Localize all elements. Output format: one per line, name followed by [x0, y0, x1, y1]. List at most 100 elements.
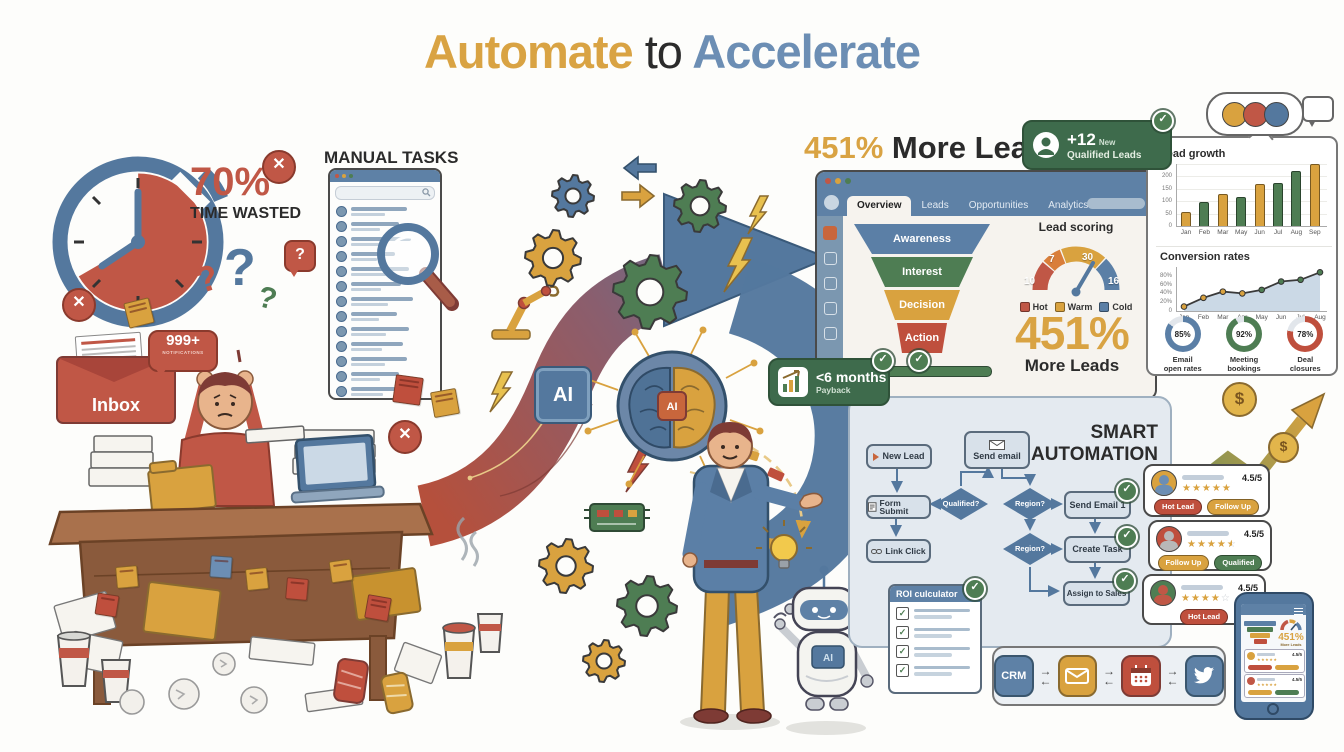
avatar [336, 221, 347, 232]
coffee-cup-icon [56, 613, 504, 703]
avatar [336, 296, 347, 307]
avatar [1156, 526, 1182, 552]
list-item[interactable] [336, 309, 434, 324]
sidebar-item[interactable] [823, 252, 837, 265]
menu-icon[interactable] [1294, 606, 1303, 615]
node-form-submit[interactable]: Form Submit [866, 495, 931, 519]
ai-chip: AI [534, 366, 592, 424]
folder-icon [142, 581, 222, 641]
avatar [1247, 652, 1255, 660]
search-input[interactable] [335, 186, 435, 200]
avatar [1151, 470, 1177, 496]
badge-new: New [1098, 137, 1116, 147]
manual-tasks-label: MANUAL TASKS [324, 148, 459, 167]
bar [1254, 183, 1265, 226]
folder-icon [147, 459, 217, 514]
check-icon: ✓ [872, 350, 894, 372]
checkbox[interactable]: ✓ [896, 664, 909, 677]
tab-opportunities[interactable]: Opportunities [968, 200, 1029, 211]
email-icon[interactable] [1057, 655, 1097, 697]
payback-badge: <6 months Payback [768, 358, 890, 406]
sidebar-item[interactable] [823, 327, 837, 340]
time-wasted-pct: 70% [190, 160, 271, 204]
title-word-to: to [644, 25, 683, 78]
checkbox[interactable]: ✓ [896, 626, 909, 639]
tab-overview[interactable]: Overview [847, 196, 912, 216]
list-item[interactable] [336, 339, 434, 354]
list-item[interactable] [336, 279, 434, 294]
check-icon: ✓ [1116, 526, 1138, 548]
team-avatars-pill [1206, 92, 1304, 136]
tab-analytics[interactable]: Analytics [1048, 200, 1089, 211]
list-item[interactable] [336, 384, 434, 398]
check-icon: ✓ [1114, 570, 1136, 592]
sticky-note [328, 558, 354, 584]
bar [1273, 182, 1283, 226]
sidebar-item[interactable] [823, 277, 837, 290]
conversion-rates-chart: 020%40%60%80% JanFebMarAprMayJunJulAug [1156, 265, 1332, 327]
avatar [1247, 677, 1255, 685]
sidebar-item[interactable] [823, 226, 837, 240]
roi-checklist: ✓ ✓ ✓ ✓ [890, 602, 980, 688]
crushed-can-icon [333, 658, 414, 715]
check-icon: ✓ [964, 578, 986, 600]
sync-arrows: →← [1103, 663, 1115, 688]
phone-stat: 451% More Leads [1278, 632, 1304, 647]
list-item[interactable] [336, 204, 434, 219]
avatar [336, 326, 347, 337]
list-item[interactable] [336, 264, 434, 279]
x-mark-icon: ✕ [262, 150, 296, 184]
conversion-rates-title: Conversion rates [1160, 251, 1250, 263]
dashboard-search[interactable] [1087, 198, 1145, 209]
checkbox[interactable]: ✓ [896, 607, 909, 620]
time-wasted-label: TIME WASTED [190, 205, 302, 222]
phone-funnel [1244, 620, 1276, 644]
magnifier-icon [377, 223, 459, 311]
home-button[interactable] [1267, 703, 1279, 715]
link-icon [871, 548, 883, 554]
node-send-email[interactable]: Send email [964, 431, 1030, 469]
phone-lead-card[interactable]: ★★★★★ 4.5/5 [1244, 649, 1305, 673]
funnel-stage-awareness: Awareness [854, 224, 990, 254]
roi-calculator-panel: ROI culculator ✓✓✓✓ [888, 584, 982, 694]
legend-item: Warm [1054, 302, 1092, 312]
calendar-icon[interactable] [1121, 655, 1161, 697]
crm-icon[interactable]: CRM [994, 655, 1034, 697]
list-item[interactable] [336, 249, 434, 264]
avatar [336, 386, 347, 397]
list-item[interactable] [336, 219, 434, 234]
bar [1291, 171, 1302, 226]
twitter-icon[interactable] [1184, 655, 1224, 697]
node-new-lead[interactable]: New Lead [866, 444, 932, 469]
question-mark: ? [224, 239, 256, 297]
list-item[interactable] [336, 369, 434, 384]
lead-growth-title: Lead growth [1160, 148, 1226, 160]
node-assign-to-sales[interactable]: Assign to Sales [1063, 581, 1130, 606]
list-item[interactable] [336, 294, 434, 309]
phone-lead-card[interactable]: ★★★★★ 4.5/5 [1244, 674, 1305, 698]
list-item[interactable] [336, 354, 434, 369]
checkbox[interactable]: ✓ [896, 645, 909, 658]
crumpled-paper [119, 652, 268, 715]
list-item[interactable] [336, 324, 434, 339]
avatar [336, 266, 347, 277]
payback-value: <6 months [816, 369, 887, 385]
node-link-click[interactable]: Link Click [866, 539, 931, 563]
sidebar-item[interactable] [823, 302, 837, 315]
bar [1199, 202, 1210, 226]
rating: 4.5/5 [1241, 472, 1262, 483]
check-icon: ✓ [908, 350, 930, 372]
roi-check-item: ✓ [896, 626, 974, 639]
phone-screen: 451% More Leads ★★★★★ 4.5/5 ★★★★★ 4.5/5 [1241, 604, 1306, 702]
tab-leads[interactable]: Leads [921, 200, 949, 211]
check-icon: ✓ [1152, 110, 1174, 132]
